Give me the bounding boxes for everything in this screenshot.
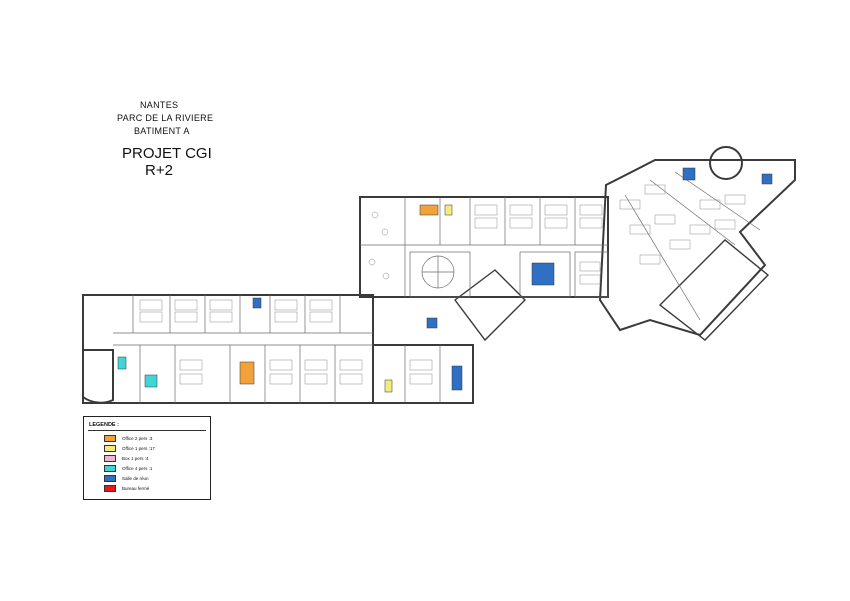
interior-partitions (113, 171, 761, 403)
legend-swatch (104, 485, 116, 492)
meeting-room (451, 365, 463, 391)
legend-swatch (104, 475, 116, 482)
legend: LEGENDE : Office 2 pers :3 Office 1 pers… (83, 416, 211, 500)
furniture-desks (139, 184, 746, 385)
meeting-room (531, 262, 555, 286)
meeting-room (252, 297, 262, 309)
meeting-room (426, 317, 438, 329)
meeting-room (761, 173, 773, 185)
title-site: PARC DE LA RIVIERE (117, 113, 214, 123)
title-level: R+2 (145, 162, 173, 179)
office-1p-room (384, 379, 393, 393)
title-city: NANTES (140, 100, 179, 110)
legend-swatch (104, 435, 116, 442)
office-4p-room (117, 356, 127, 370)
exterior-walls (82, 146, 796, 404)
office-2p-room (239, 361, 255, 385)
legend-heading: LEGENDE : (89, 422, 119, 428)
meeting-room (682, 167, 696, 181)
legend-label: Box 1 pers :4 (122, 456, 149, 461)
office-2p-room (419, 204, 439, 216)
legend-label: Office 1 pers :17 (122, 446, 155, 451)
colored-rooms (117, 167, 773, 393)
legend-swatch (104, 445, 116, 452)
legend-swatch (104, 455, 116, 462)
title-project: PROJET CGI (122, 145, 212, 162)
legend-label: Office 2 pers :3 (122, 436, 153, 441)
legend-divider (88, 430, 206, 431)
legend-label: Bureau fermé (122, 486, 150, 491)
office-4p-room (144, 374, 158, 388)
legend-label: Salle de réun (122, 476, 149, 481)
legend-swatch (104, 465, 116, 472)
title-building: BATIMENT A (134, 126, 190, 136)
office-1p-room (444, 204, 453, 216)
legend-label: Office 4 pers :1 (122, 466, 153, 471)
